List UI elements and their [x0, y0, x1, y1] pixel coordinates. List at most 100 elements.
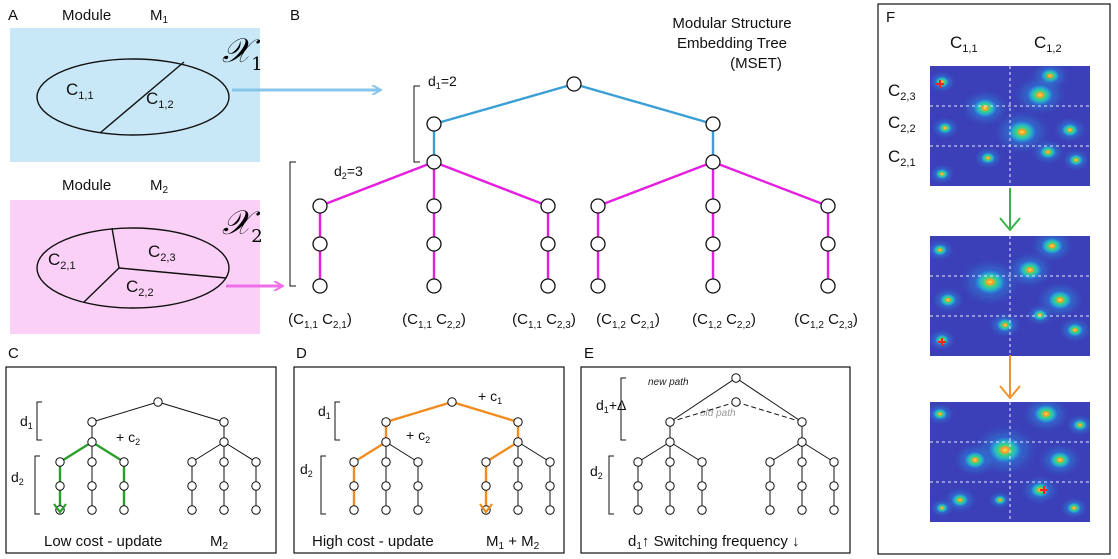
d1-bracket — [413, 85, 420, 163]
tree-node — [797, 481, 807, 491]
place-field — [931, 243, 949, 257]
tree-node — [447, 397, 457, 407]
module1-name: M1 — [150, 7, 169, 26]
panel-c-d2-bracket — [34, 455, 40, 515]
tree-node — [513, 481, 523, 491]
place-field-map — [930, 236, 1090, 356]
row-label-c23: C2,3 — [888, 81, 916, 103]
tree-edge — [157, 401, 225, 423]
tree-node — [665, 457, 675, 467]
tree-edge — [191, 441, 225, 463]
tree-node — [765, 457, 775, 467]
tree-node — [87, 437, 97, 447]
leaf-label-4: (C1,2 C2,1) — [596, 311, 660, 331]
tree-node — [349, 457, 359, 467]
panel-e-d2-bracket — [608, 455, 614, 515]
tree-node — [87, 457, 97, 467]
module2-ellipse — [36, 227, 230, 309]
place-field — [1047, 450, 1073, 470]
panel-d-caption-modules: M1 + M2 — [486, 533, 540, 552]
tree-edge — [59, 440, 93, 464]
tree-node — [633, 481, 643, 491]
place-field — [1065, 322, 1085, 338]
tree-node — [187, 457, 197, 467]
mset-node — [312, 198, 328, 214]
panel-f-letter: F — [886, 9, 895, 26]
place-field-map — [930, 402, 1090, 522]
tree-edge — [485, 440, 519, 464]
update-arrowhead — [53, 503, 67, 514]
row-label-c21: C2,1 — [888, 147, 916, 169]
tree-node — [381, 481, 391, 491]
mset-title-line1: Modular Structure — [672, 15, 791, 32]
tree-node — [545, 505, 555, 515]
tree-node — [119, 481, 129, 491]
mset-node — [540, 278, 556, 294]
place-field — [1071, 418, 1089, 432]
mset-title-line3: (MSET) — [730, 55, 782, 72]
tree-node — [153, 397, 163, 407]
panel-e-caption: d1↑ Switching frequency ↓ — [628, 533, 800, 552]
panel-c-tree — [53, 397, 261, 515]
mset-edge — [433, 82, 575, 126]
tree-node — [187, 481, 197, 491]
tree-edge — [385, 441, 419, 463]
panel-b-letter: B — [290, 7, 300, 24]
tree-node — [665, 505, 675, 515]
place-field — [1024, 82, 1056, 108]
tree-edge — [451, 400, 519, 424]
panel-e-frame — [580, 366, 851, 554]
mset-edge — [319, 160, 435, 208]
leaf-label-5: (C1,2 C2,2) — [692, 311, 756, 331]
tree-edge — [735, 377, 803, 423]
tree-edge — [517, 441, 551, 463]
panel-d-letter: D — [296, 345, 307, 362]
tree-node — [87, 505, 97, 515]
row-label-c22: C2,2 — [888, 113, 916, 135]
panel-d-d1-bracket — [334, 401, 340, 441]
tree-node — [349, 481, 359, 491]
panel-c-d1-bracket — [36, 401, 42, 441]
tree-node — [87, 417, 97, 427]
panel-c-caption-module: M2 — [210, 533, 229, 552]
mset-node — [312, 278, 328, 294]
place-field — [934, 167, 950, 181]
panel-d-d1: d1 — [318, 403, 331, 421]
tree-edge — [801, 441, 835, 463]
tree-node — [381, 505, 391, 515]
position-marker — [936, 80, 944, 88]
leaf-label-3: (C1,1 C2,3) — [512, 311, 576, 331]
panel-c-d1: d1 — [20, 413, 33, 431]
arrow-map1-to-map2 — [999, 188, 1021, 232]
tree-node — [55, 481, 65, 491]
place-field — [979, 151, 997, 165]
place-field — [950, 492, 970, 508]
mset-node — [566, 76, 582, 92]
module1-divider — [99, 61, 185, 134]
panel-d-d2-bracket — [320, 455, 326, 515]
mset-node — [426, 154, 442, 170]
col-label-c12: C1,2 — [1034, 33, 1062, 55]
mset-node — [540, 198, 556, 214]
panel-e-d1-bracket — [620, 377, 626, 441]
position-marker — [1040, 486, 1048, 494]
tree-node — [545, 457, 555, 467]
tree-node — [797, 417, 807, 427]
tree-node — [829, 481, 839, 491]
mset-node — [820, 278, 836, 294]
mset-edge — [433, 160, 549, 208]
mset-node — [820, 198, 836, 214]
mset-node — [590, 278, 606, 294]
module2-divider-right — [118, 267, 227, 279]
tree-node — [513, 457, 523, 467]
tree-node — [251, 457, 261, 467]
panel-e: E d1+Δ d2 new path old path d1↑ Switchin… — [580, 345, 851, 554]
mset-node — [705, 198, 721, 214]
module2-name: M2 — [150, 177, 169, 196]
tree-node — [545, 481, 555, 491]
panel-a: A Module M1 𝒳1 C1,1 C1,2 Module M2 𝒳2 C2… — [8, 7, 380, 334]
tree-node — [797, 437, 807, 447]
tree-node — [829, 457, 839, 467]
place-field — [935, 502, 949, 514]
tree-node — [697, 481, 707, 491]
